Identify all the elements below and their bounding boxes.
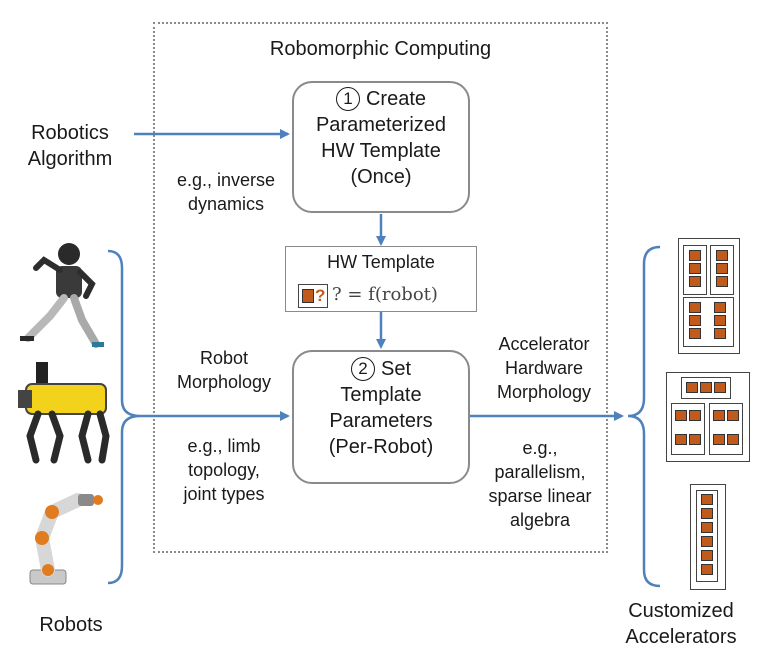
accel1-block-b xyxy=(710,245,734,295)
step1-number: 1 xyxy=(335,87,360,111)
accel1-block-c xyxy=(683,297,734,347)
hw-template-title: HW Template xyxy=(327,252,435,272)
hw-template-box xyxy=(285,246,477,312)
hw-template-icon-mark: ? xyxy=(315,286,326,305)
accelerator-3 xyxy=(690,484,726,590)
accel2-block-top xyxy=(681,377,731,399)
accel2-block-right xyxy=(709,403,743,455)
humanoid-robot xyxy=(20,243,104,348)
accel3-block xyxy=(696,490,718,582)
accelerators-brace xyxy=(627,245,661,588)
hw-template-core xyxy=(302,289,314,303)
diagram-title: Robomorphic Computing xyxy=(269,38,492,60)
robomorphic-computing-frame xyxy=(153,22,608,553)
step1-box xyxy=(292,81,470,213)
hw-template-icon: ? xyxy=(298,284,328,308)
accelerator-2 xyxy=(666,372,750,462)
step2-number: 2 xyxy=(350,357,375,381)
robots-label: Robots xyxy=(39,614,103,636)
step2-box xyxy=(292,350,470,484)
accel1-block-a xyxy=(683,245,707,295)
accelerator-1 xyxy=(678,238,740,354)
robot-arm xyxy=(29,493,103,585)
quadruped-robot xyxy=(18,362,110,464)
hw-template-formula: ? = f(robot) xyxy=(332,284,438,305)
accel2-block-left xyxy=(671,403,705,455)
